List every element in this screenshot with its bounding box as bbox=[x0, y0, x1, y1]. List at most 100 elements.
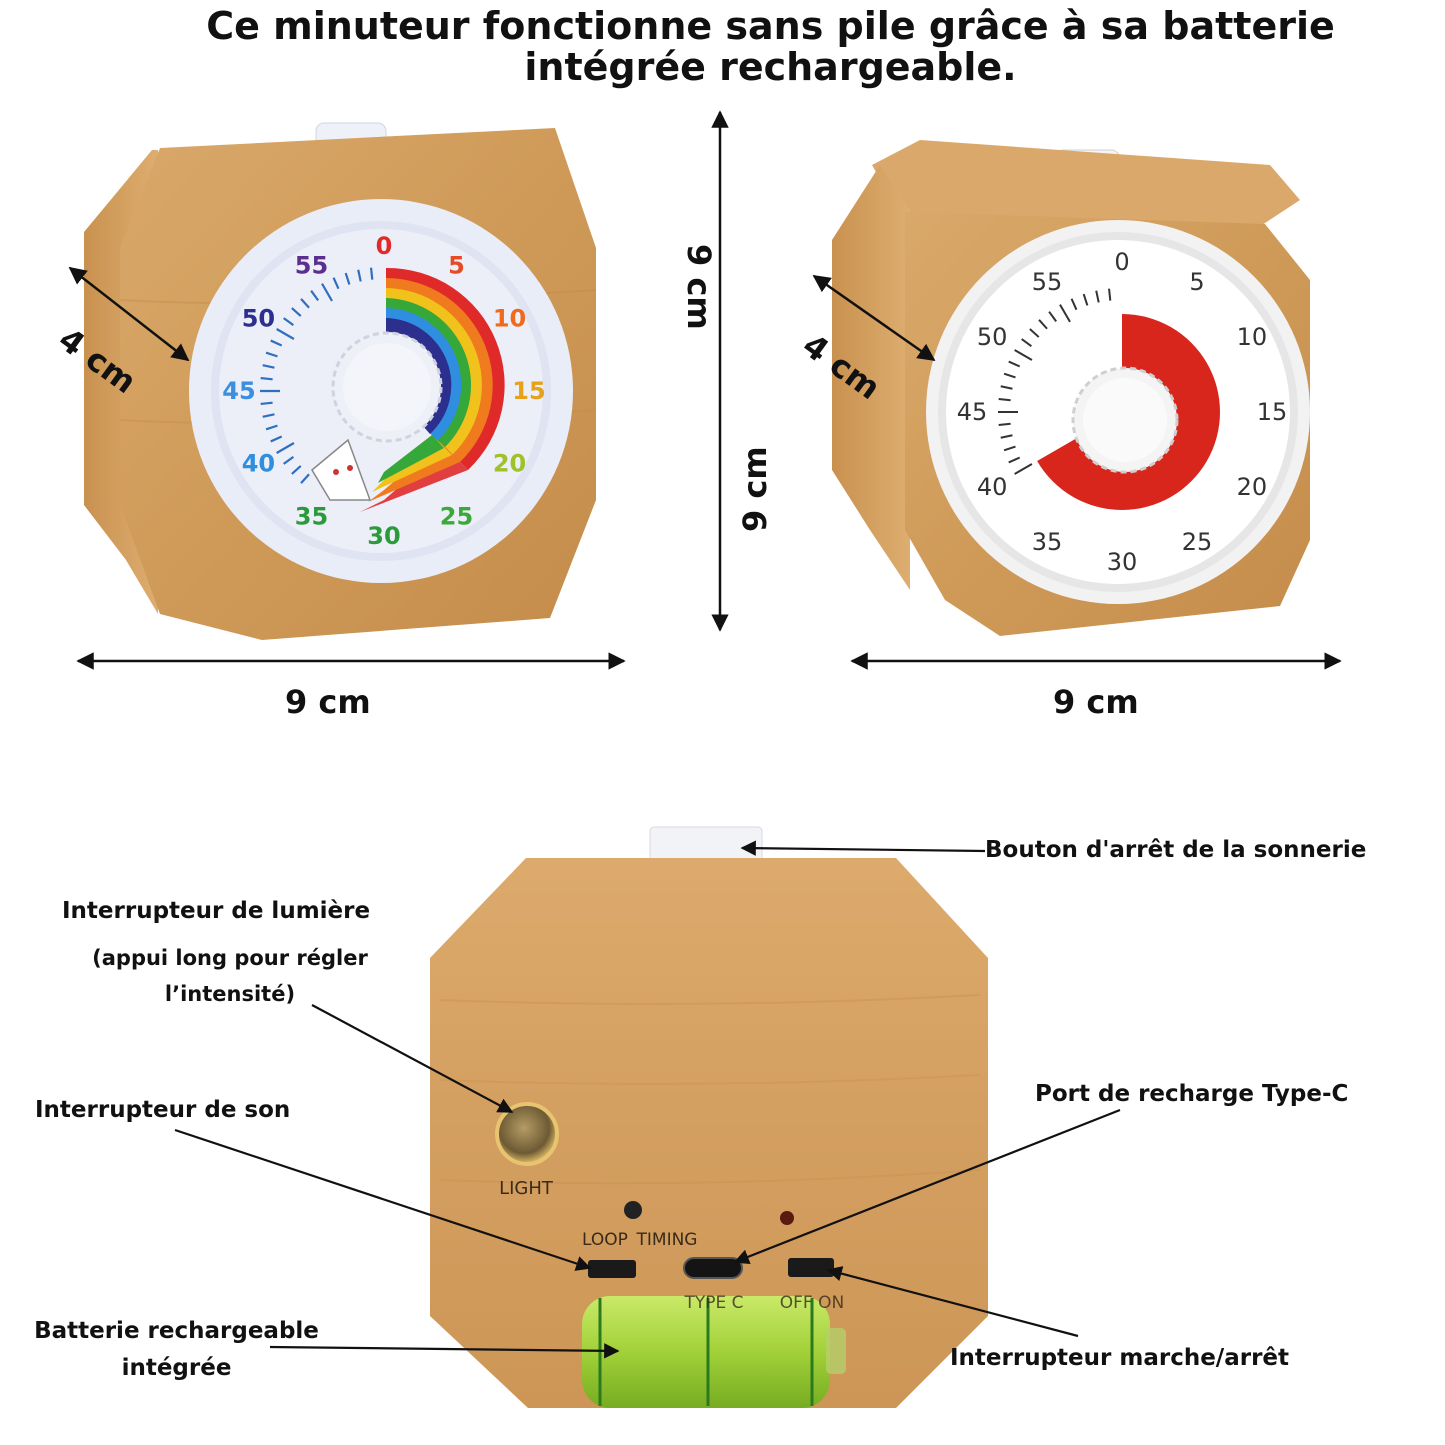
tick-mark bbox=[1048, 311, 1057, 322]
tick-mark bbox=[369, 267, 374, 280]
tick-mark bbox=[265, 351, 278, 358]
dial-numbers: 0 5 10 15 20 25 30 35 40 45 50 55 bbox=[957, 248, 1288, 576]
tick-mark bbox=[310, 290, 320, 302]
dial-number: 50 bbox=[977, 323, 1008, 351]
dial-number: 30 bbox=[367, 522, 400, 550]
tick-mark bbox=[291, 307, 302, 317]
tick-mark bbox=[332, 277, 340, 290]
battery-line-2: intégrée bbox=[121, 1355, 232, 1381]
tick-mark bbox=[276, 328, 295, 340]
width-label-left: 9 cm bbox=[285, 683, 371, 721]
light-button bbox=[495, 1102, 559, 1166]
tick-mark bbox=[1003, 372, 1016, 379]
tick-mark bbox=[1059, 304, 1071, 323]
dial-number: 30 bbox=[1107, 548, 1138, 576]
tick-mark bbox=[1008, 360, 1021, 368]
tick-marks bbox=[998, 288, 1112, 475]
battery-line-1: Batterie rechargeable bbox=[34, 1318, 319, 1344]
back-panel: LIGHT LOOP TIMING TYPE C OFF ON bbox=[430, 826, 988, 1408]
usb-c-port bbox=[683, 1257, 743, 1279]
arrow-power-switch bbox=[826, 1266, 1079, 1338]
tick-mark bbox=[1003, 445, 1016, 452]
tick-mark bbox=[270, 339, 283, 347]
stop-button bbox=[649, 826, 763, 864]
arrow-battery bbox=[269, 1343, 620, 1359]
dial-number: 5 bbox=[1189, 268, 1204, 296]
tick-mark bbox=[1038, 319, 1048, 330]
tick-mark bbox=[262, 364, 275, 369]
arrow-charge-port bbox=[733, 1108, 1121, 1265]
tick-mark bbox=[1095, 290, 1100, 303]
dial-number: 10 bbox=[493, 305, 526, 333]
tick-mark bbox=[300, 473, 310, 484]
tick-mark bbox=[1000, 385, 1013, 390]
tick-mark bbox=[321, 283, 333, 302]
label-stop-button: Bouton d'arrêt de la sonnerie bbox=[985, 837, 1367, 863]
light-label: LIGHT bbox=[499, 1178, 554, 1199]
dial-number: 55 bbox=[295, 251, 328, 279]
tick-mark bbox=[270, 435, 283, 443]
tick-mark bbox=[1008, 456, 1021, 464]
tick-mark bbox=[260, 401, 273, 406]
tick-mark bbox=[1029, 328, 1040, 338]
typec-label: TYPE C bbox=[683, 1293, 743, 1313]
tick-mark bbox=[357, 269, 362, 282]
timing-label: TIMING bbox=[636, 1230, 698, 1250]
light-note-line-2: l’intensité) bbox=[164, 982, 296, 1006]
tick-mark bbox=[1014, 349, 1033, 361]
depth-arrow-right bbox=[812, 274, 936, 362]
tick-mark bbox=[1082, 293, 1089, 306]
light-note-line-1: (appui long pour régler bbox=[92, 946, 368, 970]
tick-mark bbox=[283, 317, 295, 327]
dial-number: 35 bbox=[295, 503, 328, 531]
sound-switch bbox=[588, 1260, 636, 1278]
dial-number: 25 bbox=[440, 503, 473, 531]
offon-label: OFF ON bbox=[780, 1293, 844, 1313]
arrow-light-switch bbox=[311, 1004, 514, 1113]
tick-mark bbox=[1000, 434, 1013, 439]
dial-number: 0 bbox=[1114, 248, 1129, 276]
dial-number: 15 bbox=[1257, 398, 1288, 426]
cat-mascot bbox=[311, 438, 372, 501]
tick-mark bbox=[300, 298, 310, 309]
tick-mark bbox=[1070, 298, 1078, 311]
tick-mark bbox=[1021, 338, 1032, 347]
tick-mark bbox=[344, 272, 351, 285]
loop-label: LOOP bbox=[582, 1230, 628, 1250]
tick-mark bbox=[262, 413, 275, 418]
title-line-2: intégrée rechargeable. bbox=[524, 45, 1017, 89]
title-line-1: Ce minuteur fonctionne sans pile grâce à… bbox=[206, 4, 1335, 48]
dial-number: 10 bbox=[1237, 323, 1268, 351]
dial-number: 0 bbox=[376, 232, 393, 260]
dial-number: 35 bbox=[1032, 528, 1063, 556]
dial-number: 40 bbox=[977, 473, 1008, 501]
label-light-switch-note: (appui long pour régler l’intensité) bbox=[60, 940, 400, 1012]
battery bbox=[582, 1296, 830, 1408]
tick-mark bbox=[998, 422, 1011, 426]
label-battery: Batterie rechargeable intégrée bbox=[14, 1313, 339, 1387]
timer-red: 0 5 10 15 20 25 30 35 40 45 50 55 bbox=[832, 140, 1310, 636]
arrow-sound-switch bbox=[174, 1128, 592, 1271]
depth-arrow-left bbox=[68, 266, 190, 362]
dial-number: 45 bbox=[957, 398, 988, 426]
dial-number: 40 bbox=[242, 450, 275, 478]
arrow-stop-button bbox=[740, 840, 986, 856]
dial-number: 55 bbox=[1032, 268, 1063, 296]
tick-mark bbox=[291, 465, 302, 475]
tick-mark bbox=[260, 376, 273, 381]
label-power-switch: Interrupteur marche/arrêt bbox=[950, 1345, 1290, 1371]
height-label-top: 9 cm bbox=[680, 244, 718, 330]
dial-number: 20 bbox=[1237, 473, 1268, 501]
tick-mark bbox=[1108, 288, 1112, 301]
dial-number: 50 bbox=[242, 305, 275, 333]
dial-number: 15 bbox=[512, 377, 545, 405]
power-switch bbox=[788, 1258, 834, 1277]
page-title: Ce minuteur fonctionne sans pile grâce à… bbox=[0, 6, 1445, 88]
dial-number: 25 bbox=[1182, 528, 1213, 556]
label-charge-port: Port de recharge Type-C bbox=[1035, 1081, 1349, 1107]
label-sound-switch: Interrupteur de son bbox=[35, 1097, 291, 1123]
dial-number: 5 bbox=[448, 251, 465, 279]
tick-mark bbox=[1014, 463, 1033, 475]
